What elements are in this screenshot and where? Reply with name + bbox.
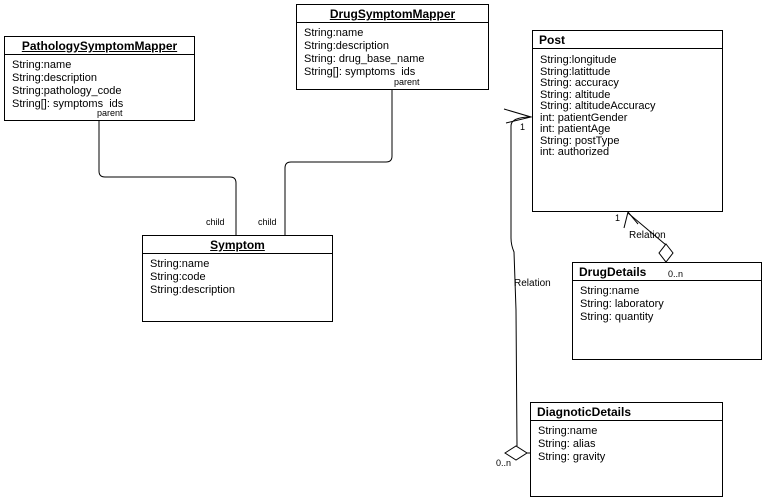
multiplicity-label-0n: 0..n — [496, 458, 512, 468]
multiplicity-label-0n: 0..n — [666, 269, 686, 279]
class-title: Symptom — [143, 236, 332, 254]
connector-post-diagnotic[interactable] — [510, 116, 532, 447]
connector-pathology-symptom[interactable] — [98, 121, 237, 235]
class-title: Post — [533, 31, 722, 49]
class-attribute: String: quantity — [580, 311, 654, 323]
class-attribute: String: accuracy — [540, 77, 619, 89]
connector-post-drugdetails[interactable] — [627, 212, 667, 246]
relation-label: Relation — [629, 230, 666, 241]
class-attribute: String[]: symptoms ids — [304, 66, 416, 78]
class-box-post[interactable]: Post String:longitude String:latittude S… — [532, 30, 723, 212]
class-attribute: String:pathology_code — [12, 85, 122, 97]
class-box-pathology-symptom-mapper[interactable]: PathologySymptomMapper String:name Strin… — [4, 36, 195, 121]
class-attribute: String: drug_base_name — [304, 53, 425, 65]
class-attribute: int: patientAge — [540, 123, 611, 135]
class-title: DrugDetails — [573, 263, 761, 281]
relation-label: Relation — [514, 278, 551, 289]
open-arrowhead-icon — [623, 210, 639, 229]
multiplicity-label-1: 1 — [520, 122, 526, 132]
class-title: DiagnoticDetails — [531, 403, 722, 421]
class-attribute: String:name — [304, 27, 364, 39]
class-attribute: String:code — [150, 271, 206, 283]
role-label-child: child — [206, 217, 225, 227]
class-attribute: String:name — [12, 59, 72, 71]
class-attribute: String:description — [12, 72, 97, 84]
class-attribute: String:latittude — [540, 65, 611, 78]
class-box-diagnotic-details[interactable]: DiagnoticDetails String:name String: ali… — [530, 402, 723, 497]
open-arrowhead-icon — [503, 108, 533, 124]
role-label-parent: parent — [97, 108, 123, 118]
class-attribute: String:description — [150, 284, 235, 296]
class-box-drug-symptom-mapper[interactable]: DrugSymptomMapper String:name String:des… — [296, 4, 489, 90]
role-label-parent: parent — [394, 77, 420, 87]
multiplicity-label-1: 1 — [615, 213, 621, 223]
class-title: DrugSymptomMapper — [297, 5, 488, 23]
class-attribute: String:description — [304, 40, 389, 52]
class-attribute: String:name — [150, 258, 210, 270]
class-attribute: String[]: symptoms ids — [12, 98, 124, 110]
class-attribute: String: postType — [540, 134, 620, 147]
class-attribute: String: laboratory — [580, 298, 664, 310]
role-label-child: child — [258, 217, 277, 227]
class-attribute: String: altitude — [540, 88, 611, 101]
class-attribute: String:name — [580, 285, 640, 297]
class-box-symptom[interactable]: Symptom String:name String:code String:d… — [142, 235, 333, 322]
class-attribute: String: altitudeAccuracy — [540, 100, 656, 112]
class-title: PathologySymptomMapper — [5, 37, 194, 55]
connector-drugmapper-symptom[interactable] — [284, 90, 393, 235]
class-attribute: int: patientGender — [540, 111, 628, 124]
class-attribute: String:longitude — [540, 54, 617, 66]
class-attribute: String: alias — [538, 438, 596, 450]
class-attribute: String: gravity — [538, 451, 606, 463]
class-attribute: int: authorized — [540, 146, 610, 158]
aggregation-diamond-icon — [658, 243, 674, 263]
class-attribute: String:name — [538, 425, 598, 437]
